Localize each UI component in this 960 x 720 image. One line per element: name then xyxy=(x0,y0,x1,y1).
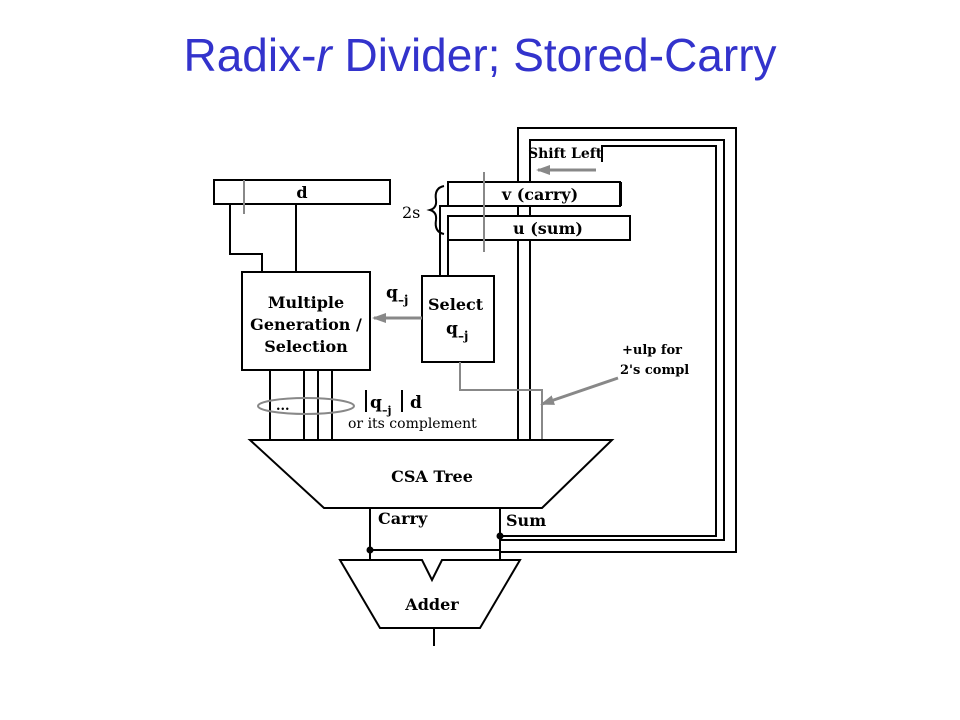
title-pre: Radix- xyxy=(183,29,317,81)
adder-label: Adder xyxy=(404,595,459,614)
bus-ellipse xyxy=(257,397,355,415)
sum-register-label: u (sum) xyxy=(513,219,583,238)
csa-tree-label: CSA Tree xyxy=(391,467,473,486)
register-to-select-wires xyxy=(439,205,452,276)
shift-left-path xyxy=(500,145,717,537)
two-s-label: 2s xyxy=(402,203,420,222)
title-post: Divider; Stored-Carry xyxy=(331,29,777,81)
complement-label: or its complement xyxy=(348,416,477,432)
page-title: Radix-r Divider; Stored-Carry xyxy=(0,28,960,82)
title-italic-r: r xyxy=(316,29,332,81)
qj-arrow-sub: –j xyxy=(398,293,408,307)
carry-register-label: v (carry) xyxy=(501,185,578,204)
d-register-label: d xyxy=(296,183,307,202)
qjd-label: q –j d xyxy=(365,390,422,417)
adder: Adder xyxy=(338,559,522,629)
ulp-line xyxy=(459,362,543,440)
qjd-sub: –j xyxy=(382,404,392,417)
select-q: q xyxy=(446,319,458,339)
mult-line1: Multiple xyxy=(268,293,344,312)
qjd-q: q xyxy=(370,393,382,413)
select-line1: Select xyxy=(428,295,484,314)
ulp-line1: +ulp for xyxy=(622,343,682,358)
two-s-brace xyxy=(426,185,445,235)
ellipsis-label: ... xyxy=(276,399,290,414)
ulp-arrow xyxy=(540,376,619,406)
csa-tree: CSA Tree xyxy=(247,439,615,509)
sum-junction xyxy=(496,532,504,540)
d-to-mult-wires xyxy=(229,204,297,272)
shift-left-label: Shift Left xyxy=(528,146,603,162)
sum-register: u (sum) xyxy=(447,215,631,241)
select-box: Select q –j xyxy=(421,275,495,363)
carry-register: v (carry) xyxy=(447,181,622,207)
d-register: d xyxy=(213,179,391,214)
sum-out-label: Sum xyxy=(506,511,546,530)
ulp-line2: 2's compl xyxy=(620,363,689,378)
carry-out-label: Carry xyxy=(378,509,428,528)
mult-line2: Generation / xyxy=(250,315,362,334)
mult-to-csa-wires xyxy=(269,370,333,440)
select-sub: –j xyxy=(458,329,468,343)
qjd-d: d xyxy=(410,393,422,413)
mult-line3: Selection xyxy=(264,337,348,356)
qj-arrow-q: q xyxy=(386,283,398,303)
multiple-generation-box: Multiple Generation / Selection xyxy=(241,271,371,371)
